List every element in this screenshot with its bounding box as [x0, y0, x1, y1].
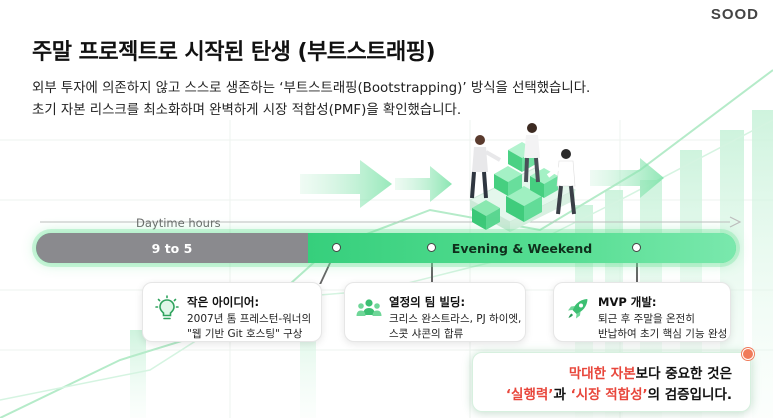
callout-highlight-capital: 막대한 자본 — [568, 366, 636, 382]
page-subtitle: 외부 투자에 의존하지 않고 스스로 생존하는 ‘부트스트래핑(Bootstra… — [32, 78, 672, 122]
card-mvp-title: MVP 개발: — [598, 295, 657, 309]
rocket-icon — [568, 299, 588, 319]
subtitle-line-2: 초기 자본 리스크를 최소화하며 완벽하게 시장 적합성(PMF)을 확인했습니… — [32, 103, 462, 118]
callout-indicator-dot — [742, 348, 754, 360]
callout-highlight-market-fit: ‘시장 적합성’ — [570, 387, 648, 403]
connector-stem-3 — [636, 248, 638, 284]
timeline-marker-3 — [632, 243, 641, 252]
card-mvp-line-1: 퇴근 후 주말을 온전히 — [598, 313, 695, 325]
timeline-marker-1 — [332, 243, 341, 252]
callout-highlight-execution: ‘실행력’ — [505, 387, 554, 403]
timeline-marker-2 — [427, 243, 436, 252]
card-idea-line-2: "웹 기반 Git 호스팅" 구상 — [187, 327, 303, 340]
subtitle-line-1: 외부 투자에 의존하지 않고 스스로 생존하는 ‘부트스트래핑(Bootstra… — [32, 81, 591, 96]
team-icon — [356, 299, 382, 316]
milestone-card-team: 열정의 팀 빌딩: 크리스 완스트라스, PJ 하이엣, 스콧 샤콘의 합류 — [344, 282, 526, 342]
connector-stem-2 — [431, 248, 433, 284]
card-mvp-line-2: 반납하여 초기 핵심 기능 완성 — [598, 327, 728, 340]
card-idea-line-1: 2007년 톰 프레스턴-워너의 — [187, 313, 312, 325]
daytime-hours-label: Daytime hours — [136, 216, 221, 230]
timeline-day-segment: 9 to 5 — [36, 233, 308, 263]
timeline-bar: 9 to 5 Evening & Weekend — [36, 233, 736, 263]
page-title: 주말 프로젝트로 시작된 탄생 (부트스트래핑) — [32, 40, 436, 65]
lightbulb-icon — [155, 295, 179, 320]
key-message-callout: 막대한 자본보다 중요한 것은 ‘실행력’과 ‘시장 적합성’의 검증입니다. — [472, 352, 751, 412]
brand-logo: SOOD — [710, 6, 759, 23]
callout-line-1: 막대한 자본보다 중요한 것은 — [568, 366, 732, 382]
milestone-card-mvp: MVP 개발: 퇴근 후 주말을 온전히 반납하여 초기 핵심 기능 완성 — [553, 282, 731, 342]
card-team-title: 열정의 팀 빌딩: — [389, 295, 466, 309]
card-team-line-2: 스콧 샤콘의 합류 — [389, 327, 464, 340]
card-team-line-1: 크리스 완스트라스, PJ 하이엣, — [389, 313, 522, 325]
collaboration-illustration — [468, 123, 577, 232]
milestone-card-idea: 작은 아이디어: 2007년 톰 프레스턴-워너의 "웹 기반 Git 호스팅"… — [142, 282, 322, 342]
callout-line-2: ‘실행력’과 ‘시장 적합성’의 검증입니다. — [505, 387, 732, 403]
timeline-evening-segment: Evening & Weekend — [308, 233, 736, 263]
card-idea-title: 작은 아이디어: — [187, 295, 260, 309]
